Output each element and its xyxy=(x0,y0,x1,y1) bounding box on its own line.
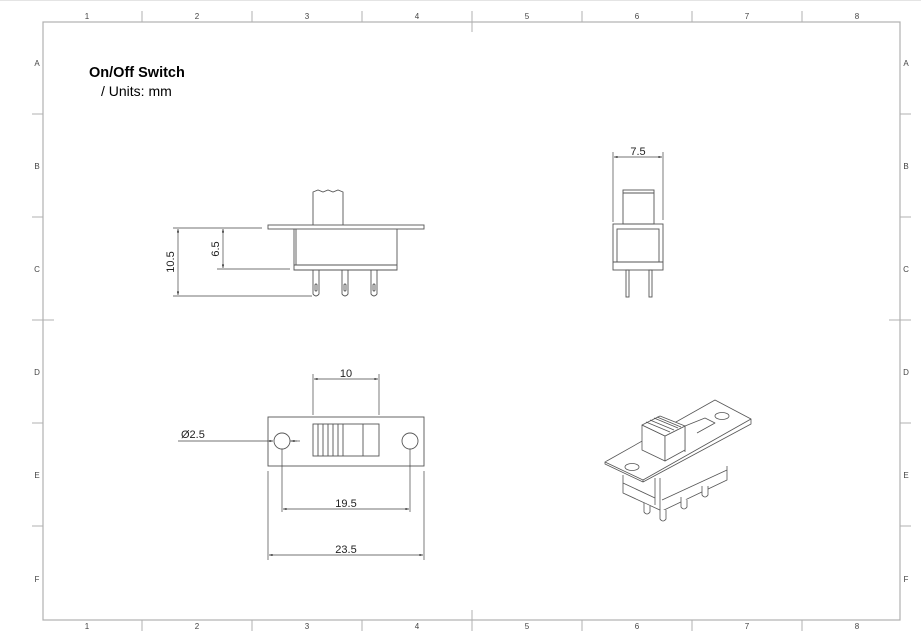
svg-text:7: 7 xyxy=(745,622,750,631)
svg-text:A: A xyxy=(903,59,909,68)
dim-10: 10 xyxy=(340,368,352,380)
svg-text:1: 1 xyxy=(85,622,90,631)
drawing-title: On/Off Switch xyxy=(89,65,185,81)
isometric-view xyxy=(604,399,752,522)
drawing-frame xyxy=(42,21,901,621)
svg-text:B: B xyxy=(903,162,908,171)
side-view-dimensions xyxy=(173,227,312,297)
svg-text:C: C xyxy=(903,265,909,274)
top-view-dimensions xyxy=(178,374,425,560)
svg-text:F: F xyxy=(35,575,40,584)
svg-text:7: 7 xyxy=(745,12,750,21)
svg-text:1: 1 xyxy=(85,12,90,21)
column-dividers xyxy=(32,11,911,631)
svg-text:D: D xyxy=(34,368,40,377)
svg-text:8: 8 xyxy=(855,12,860,21)
dim-23-5: 23.5 xyxy=(335,544,356,556)
front-view-dimensions xyxy=(612,152,664,222)
svg-text:3: 3 xyxy=(305,622,310,631)
svg-text:E: E xyxy=(903,471,908,480)
row-labels-right: A B C D E F xyxy=(903,59,909,584)
dim-10-5: 10.5 xyxy=(165,251,177,272)
window-top-edge xyxy=(0,0,921,1)
svg-text:B: B xyxy=(34,162,39,171)
svg-text:6: 6 xyxy=(635,12,640,21)
svg-text:2: 2 xyxy=(195,622,200,631)
dim-hole-diameter: Ø2.5 xyxy=(181,429,205,441)
svg-text:6: 6 xyxy=(635,622,640,631)
svg-text:4: 4 xyxy=(415,12,420,21)
column-labels-bottom: 1 2 3 4 5 6 7 8 xyxy=(85,622,860,631)
side-view xyxy=(267,189,425,297)
svg-text:F: F xyxy=(904,575,909,584)
dim-19-5: 19.5 xyxy=(335,498,356,510)
svg-text:5: 5 xyxy=(525,622,530,631)
column-labels-top: 1 2 3 4 5 6 7 8 xyxy=(85,12,860,21)
svg-text:2: 2 xyxy=(195,12,200,21)
dim-7-5: 7.5 xyxy=(630,146,645,158)
svg-text:5: 5 xyxy=(525,12,530,21)
svg-text:4: 4 xyxy=(415,622,420,631)
drawing-units: / Units: mm xyxy=(101,83,172,99)
svg-text:D: D xyxy=(903,368,909,377)
svg-text:8: 8 xyxy=(855,622,860,631)
svg-text:C: C xyxy=(34,265,40,274)
top-view xyxy=(267,416,425,467)
dim-6-5: 6.5 xyxy=(210,241,222,256)
row-labels-left: A B C D E F xyxy=(34,59,40,584)
front-view xyxy=(612,189,664,298)
svg-text:E: E xyxy=(34,471,39,480)
svg-text:A: A xyxy=(34,59,40,68)
svg-text:3: 3 xyxy=(305,12,310,21)
